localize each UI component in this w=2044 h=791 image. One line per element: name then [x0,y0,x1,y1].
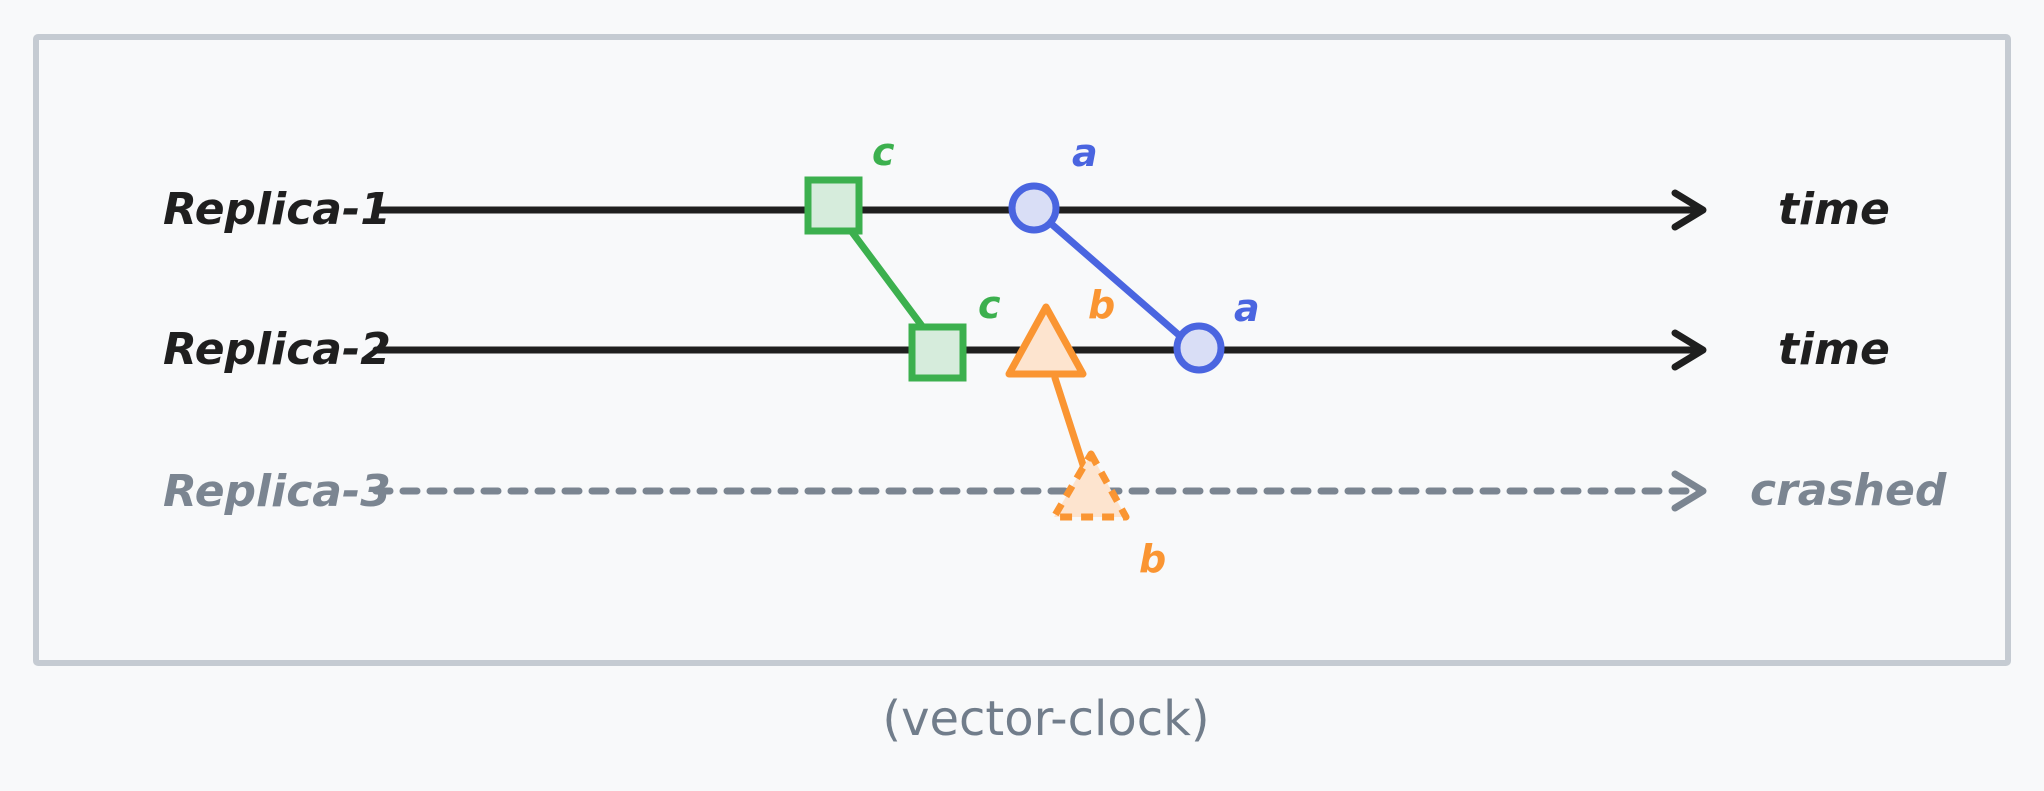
event-c-replica-1-label: c [872,130,895,174]
event-a-replica-1-circle [1008,182,1060,234]
replica-1-arrowhead [1671,189,1707,231]
message-b-connector [1051,374,1088,472]
replica-3-label: Replica-3 [163,466,391,517]
replica-2-label: Replica-2 [163,324,391,375]
message-a-connector [1044,217,1184,340]
diagram-frame [33,34,2011,666]
event-c-replica-1-square [804,176,863,235]
event-b-replica-3-triangle [1050,450,1130,521]
event-a-replica-2-circle [1173,322,1225,374]
diagram-caption: (vector-clock) [882,691,1209,747]
replica-2-arrowhead [1671,329,1707,371]
event-c-replica-2-square [908,323,967,382]
message-c-connector [848,228,926,330]
event-c-replica-2-label: c [978,283,1001,327]
event-a-replica-2-label: a [1234,286,1260,330]
replica-2-status: time [1778,324,1890,375]
replica-1-label: Replica-1 [163,184,391,235]
replica-3-timeline [372,470,1707,512]
event-a-replica-1-label: a [1072,131,1098,175]
replica-3-status: crashed [1750,465,1947,516]
event-b-replica-2-triangle [1005,303,1087,378]
event-b-replica-2-label: b [1088,283,1115,327]
event-b-replica-3-label: b [1139,537,1166,581]
replica-3-arrowhead [1671,470,1707,512]
replica-1-status: time [1778,184,1890,235]
